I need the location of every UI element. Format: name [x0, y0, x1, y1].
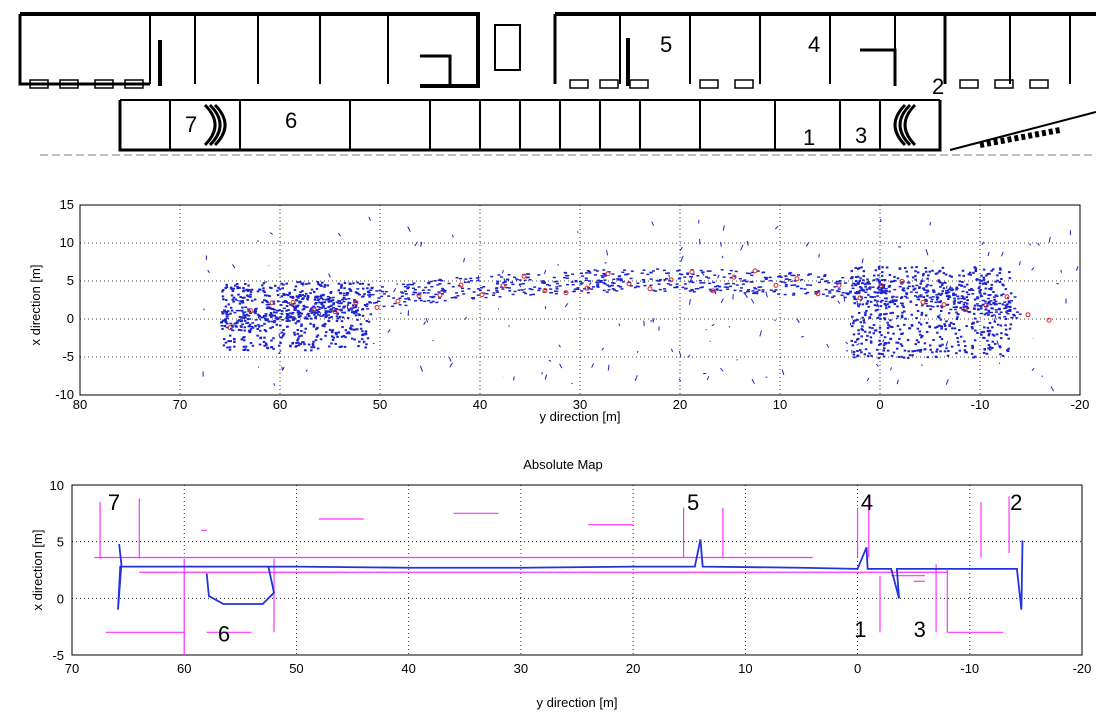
map-ytick: -5: [52, 648, 64, 663]
map-xtick: 40: [401, 661, 415, 676]
chart-title: Absolute Map: [523, 457, 603, 472]
floorplan-label-1: 1: [803, 125, 815, 150]
scan-ytick: 5: [67, 273, 74, 288]
map-label-6: 6: [218, 621, 230, 646]
scan-xtick: 60: [273, 397, 287, 412]
map-xtick: 70: [65, 661, 79, 676]
map-xlabel: y direction [m]: [537, 695, 618, 710]
map-xtick: 30: [514, 661, 528, 676]
scan-xtick: 0: [876, 397, 883, 412]
floorplan-label-5: 5: [660, 32, 672, 57]
map-ytick: 5: [57, 535, 64, 550]
scan-xtick: 40: [473, 397, 487, 412]
map-axes-box: [71, 484, 1083, 656]
map-ylabel: x direction [m]: [30, 530, 45, 611]
map-xtick: 20: [626, 661, 640, 676]
floorplan-label-4: 4: [808, 32, 820, 57]
scan-xtick: -20: [1071, 397, 1090, 412]
scan-xtick: -10: [971, 397, 990, 412]
scan-xtick: 30: [573, 397, 587, 412]
scan-xtick: 50: [373, 397, 387, 412]
map-label-3: 3: [914, 617, 926, 642]
map-label-7: 7: [108, 490, 120, 515]
scan-xtick: 70: [173, 397, 187, 412]
map-xtick: -20: [1073, 661, 1092, 676]
floorplan-label-2: 2: [932, 74, 944, 99]
scan-xtick: 10: [773, 397, 787, 412]
map-xtick: 10: [738, 661, 752, 676]
scan-ytick: -5: [62, 349, 74, 364]
scan-xtick: 80: [73, 397, 87, 412]
robot-trajectory: [117, 539, 1024, 610]
map-xtick: 50: [289, 661, 303, 676]
scan-ytick: 10: [60, 235, 74, 250]
scan-xlabel: y direction [m]: [540, 409, 621, 424]
map-label-4: 4: [861, 490, 873, 515]
scan-xtick: 20: [673, 397, 687, 412]
floor-plan: 5 4 2 7 6 1 3: [0, 0, 1096, 165]
trajectory-loop: [205, 566, 275, 605]
floor-plan-drawing: 5 4 2 7 6 1 3: [18, 12, 1096, 156]
scan-ytick: 0: [67, 311, 74, 326]
map-xtick: 0: [854, 661, 861, 676]
scan-ytick: -10: [55, 387, 74, 402]
scan-ylabel: x direction [m]: [28, 265, 43, 346]
map-xtick: -10: [960, 661, 979, 676]
map-xtick: 60: [177, 661, 191, 676]
map-ytick: 10: [50, 478, 64, 493]
floorplan-label-7: 7: [185, 112, 197, 137]
map-label-5: 5: [687, 490, 699, 515]
map-label-1: 1: [854, 617, 866, 642]
floorplan-label-6: 6: [285, 108, 297, 133]
map-ytick: 0: [57, 591, 64, 606]
map-label-2: 2: [1010, 490, 1022, 515]
scan-ytick: 15: [60, 197, 74, 212]
floorplan-label-3: 3: [855, 123, 867, 148]
